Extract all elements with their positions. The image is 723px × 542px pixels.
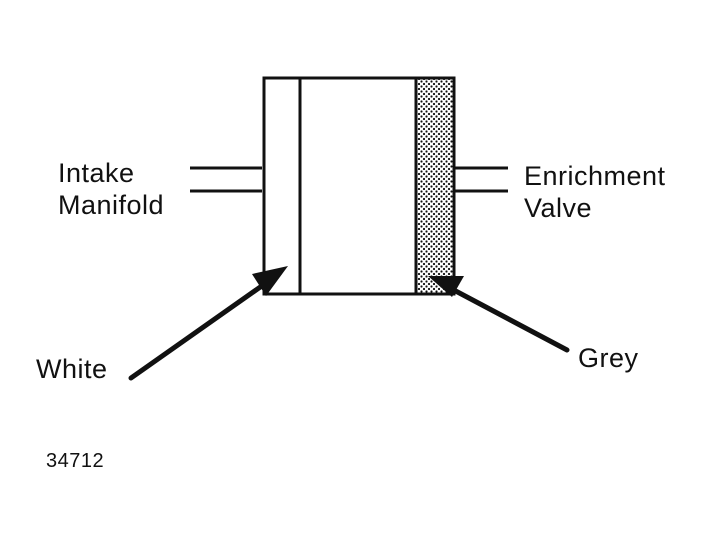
intake-label-line2: Manifold: [58, 190, 165, 220]
white-label: White: [36, 354, 108, 384]
enrichment-label-line1: Enrichment: [524, 161, 666, 191]
grey-arrow: [428, 276, 570, 353]
housing: [262, 76, 418, 296]
enrichment-label-line2: Valve: [524, 193, 593, 223]
grey-section: [414, 76, 456, 296]
intake-manifold-label: Intake Manifold: [58, 157, 164, 221]
figure-number: 34712: [46, 450, 105, 472]
intake-label-line1: Intake: [58, 158, 135, 188]
white-arrow: [128, 266, 288, 381]
enrichment-port: [455, 166, 508, 193]
grey-label: Grey: [578, 343, 639, 373]
intake-port: [190, 166, 262, 193]
enrichment-valve-label: Enrichment Valve: [524, 160, 666, 224]
